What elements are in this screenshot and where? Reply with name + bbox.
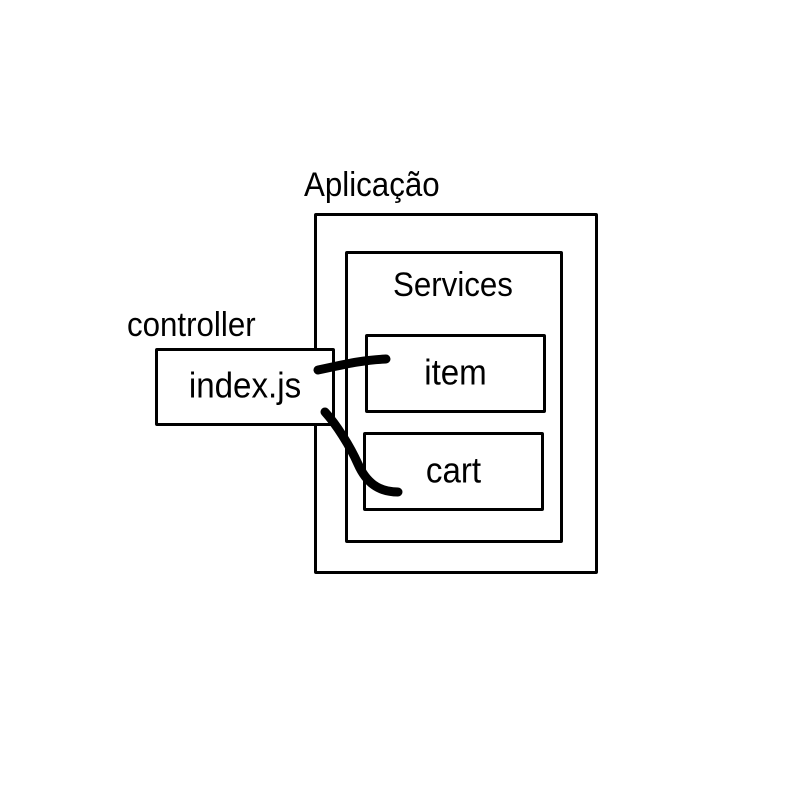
service-cart-label: cart <box>425 449 482 491</box>
controller-title: controller <box>127 306 256 344</box>
service-item-label: item <box>424 351 487 393</box>
controller-index-box: index.js <box>155 348 335 426</box>
application-title: Aplicação <box>304 166 440 204</box>
services-container <box>345 251 563 543</box>
service-item-box: item <box>365 334 546 413</box>
services-title: Services <box>393 266 513 304</box>
controller-index-label: index.js <box>188 364 302 406</box>
service-cart-box: cart <box>363 432 544 511</box>
